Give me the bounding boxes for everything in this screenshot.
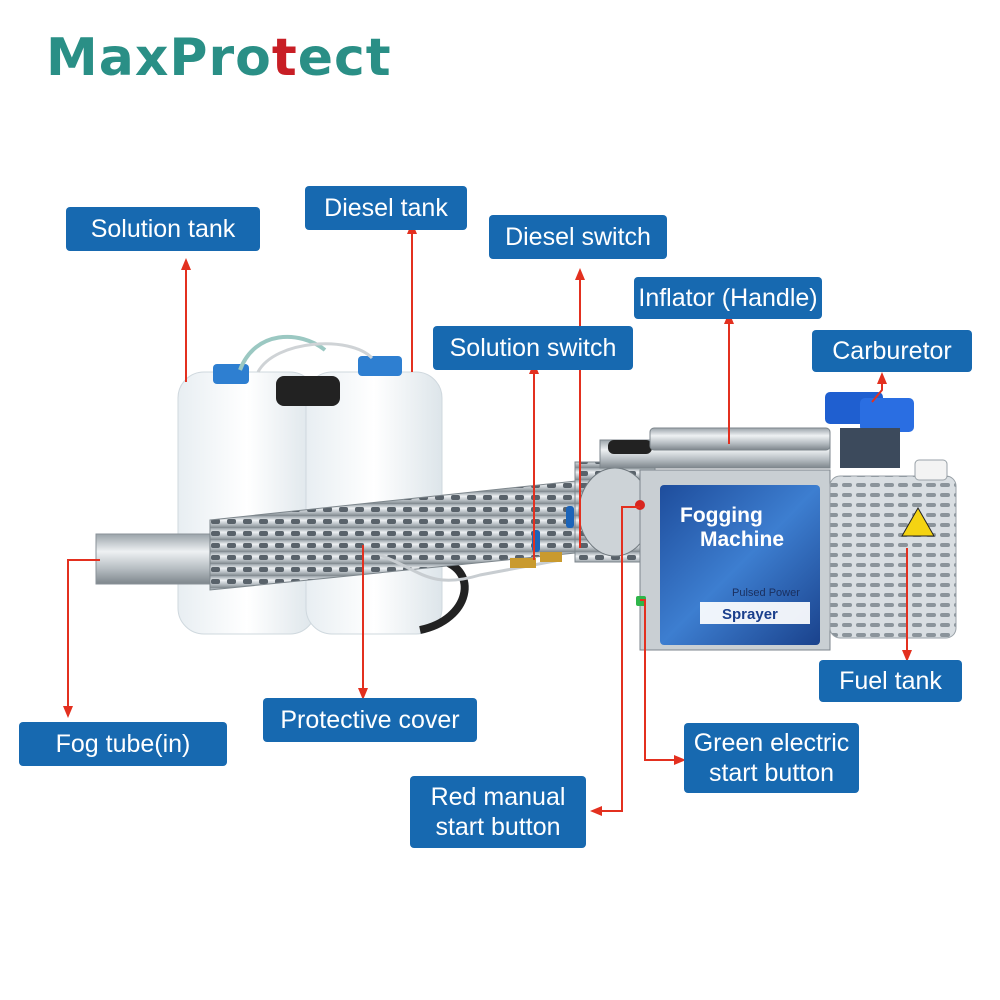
label-fog-tube: Fog tube(in) (19, 722, 227, 766)
label-fuel-tank: Fuel tank (819, 660, 962, 702)
label-protective-cover: Protective cover (263, 698, 477, 742)
label-red-line1: Red manual (430, 783, 566, 811)
label-solution-tank: Solution tank (66, 207, 260, 251)
label-solution-switch: Solution switch (433, 326, 633, 370)
label-green-electric-start: Green electric start button (684, 723, 859, 793)
label-green-line2: start button (708, 759, 835, 787)
nameplate-line3: Pulsed Power (732, 587, 800, 599)
fuel-tank-body (829, 459, 957, 639)
label-red-manual-start: Red manual start button (410, 776, 586, 848)
label-carburetor: Carburetor (812, 330, 972, 372)
nameplate-line1: Fogging (680, 504, 763, 527)
label-diesel-switch: Diesel switch (489, 215, 667, 259)
pointer-lines (67, 232, 908, 812)
shoulder-strap (276, 376, 340, 406)
brand-logo: MaxProtect (46, 32, 392, 84)
carburetor-unit (825, 392, 914, 468)
logo-text-part1: MaxPro (46, 28, 272, 88)
red-start-button (635, 500, 645, 510)
fog-tube (95, 533, 227, 585)
label-inflator-handle: Inflator (Handle) (634, 277, 822, 319)
label-green-line1: Green electric (693, 729, 850, 757)
label-red-line2: start button (435, 813, 561, 841)
nameplate-line4: Sprayer (722, 606, 778, 623)
logo-text-part2: t (271, 28, 298, 88)
label-diesel-tank: Diesel tank (305, 186, 467, 230)
logo-text-part3: ect (297, 28, 392, 88)
nameplate-line2: Machine (700, 528, 784, 551)
